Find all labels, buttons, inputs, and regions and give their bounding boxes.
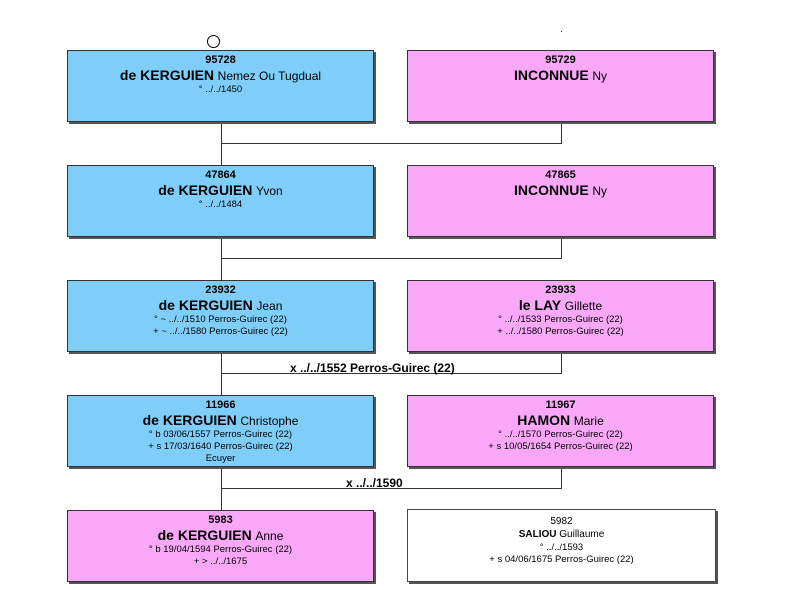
connector-line <box>221 258 562 259</box>
sosa-number: 5983 <box>208 514 233 526</box>
given-name: Marie <box>573 414 604 428</box>
person-card[interactable]: 23932 de KERGUIEN Jean ° ~ ../../1510 Pe… <box>67 280 374 352</box>
sosa-number: 47864 <box>205 169 236 181</box>
birth-info: ° ../../1593 <box>539 542 584 553</box>
given-name: Yvon <box>256 184 283 198</box>
person-card[interactable]: 95728 de KERGUIEN Nemez Ou Tugdual ° ../… <box>67 50 374 122</box>
death-info: + ../../1580 Perros-Guirec (22) <box>497 326 624 337</box>
surname: de KERGUIEN <box>158 297 253 313</box>
person-name: SALIOU Guillaume <box>408 528 715 542</box>
person-card[interactable]: 47865 INCONNUE Ny <box>407 165 714 237</box>
birth-info: ° b 19/04/1594 Perros-Guirec (22) <box>148 544 293 555</box>
surname: de KERGUIEN <box>119 67 215 83</box>
surname: INCONNUE <box>514 182 589 198</box>
given-name: Gillette <box>564 299 603 313</box>
surname: INCONNUE <box>514 67 589 83</box>
death-info: + s 10/05/1654 Perros-Guirec (22) <box>488 441 633 452</box>
person-name: de KERGUIEN Nemez Ou Tugdual <box>68 67 373 84</box>
surname: le LAY <box>518 297 562 313</box>
surname: HAMON <box>517 412 571 428</box>
person-card[interactable]: 11966 de KERGUIEN Christophe ° b 03/06/1… <box>67 395 374 467</box>
surname: de KERGUIEN <box>142 412 237 428</box>
sosa-number: 23933 <box>545 284 576 296</box>
marker-dot <box>561 31 562 32</box>
sosa-number: 11966 <box>205 399 236 411</box>
sosa-number: 11967 <box>545 399 576 411</box>
connector-line <box>561 122 562 144</box>
surname: de KERGUIEN <box>157 527 252 543</box>
occupation-info: Ecuyer <box>205 453 236 464</box>
death-info: + s 17/03/1640 Perros-Guirec (22) <box>148 441 293 452</box>
connector-line <box>221 488 562 489</box>
birth-info: ° ../../1484 <box>198 199 243 210</box>
sosa-number: 95728 <box>205 54 236 66</box>
connector-line <box>221 143 562 144</box>
person-name: HAMON Marie <box>408 412 713 429</box>
person-name: de KERGUIEN Christophe <box>68 412 373 429</box>
root-marker-circle <box>207 35 220 48</box>
person-name: le LAY Gillette <box>408 297 713 314</box>
person-name: INCONNUE Ny <box>408 67 713 84</box>
surname: de KERGUIEN <box>158 182 253 198</box>
person-card[interactable]: 95729 INCONNUE Ny <box>407 50 714 122</box>
person-name: de KERGUIEN Jean <box>68 297 373 314</box>
birth-info: ° b 03/06/1557 Perros-Guirec (22) <box>148 429 293 440</box>
given-name: Guillaume <box>559 529 605 540</box>
connector-line <box>561 237 562 259</box>
person-card[interactable]: 23933 le LAY Gillette ° ../../1533 Perro… <box>407 280 714 352</box>
given-name: Ny <box>592 184 607 198</box>
birth-info: ° ../../1450 <box>198 84 243 95</box>
death-info: + > ../../1675 <box>193 556 248 567</box>
given-name: Anne <box>255 529 284 543</box>
birth-info: ° ../../1570 Perros-Guirec (22) <box>498 429 623 440</box>
death-info: + s 04/06/1675 Perros-Guirec (22) <box>489 554 634 565</box>
person-card[interactable]: 47864 de KERGUIEN Yvon ° ../../1484 <box>67 165 374 237</box>
given-name: Jean <box>256 299 283 313</box>
person-card[interactable]: 11967 HAMON Marie ° ../../1570 Perros-Gu… <box>407 395 714 467</box>
person-card[interactable]: 5983 de KERGUIEN Anne ° b 19/04/1594 Per… <box>67 510 374 582</box>
person-name: de KERGUIEN Yvon <box>68 182 373 199</box>
death-info: + ~ ../../1580 Perros-Guirec (22) <box>153 326 288 337</box>
sosa-number: 47865 <box>545 169 576 181</box>
birth-info: ° ~ ../../1510 Perros-Guirec (22) <box>154 314 287 325</box>
connector-line <box>561 467 562 489</box>
given-name: Ny <box>592 69 607 83</box>
person-name: de KERGUIEN Anne <box>68 527 373 544</box>
person-card[interactable]: 5982 SALIOU Guillaume ° ../../1593 + s 0… <box>407 509 716 582</box>
sosa-number: 5982 <box>550 516 573 527</box>
given-name: Christophe <box>240 414 299 428</box>
surname: SALIOU <box>518 529 557 540</box>
marriage-label: x ../../1552 Perros-Guirec (22) <box>290 361 455 375</box>
person-name: INCONNUE Ny <box>408 182 713 199</box>
given-name: Nemez Ou Tugdual <box>217 69 322 83</box>
connector-line <box>221 373 562 374</box>
connector-line <box>561 352 562 374</box>
marriage-label: x ../../1590 <box>346 476 403 490</box>
sosa-number: 23932 <box>205 284 236 296</box>
birth-info: ° ../../1533 Perros-Guirec (22) <box>498 314 623 325</box>
sosa-number: 95729 <box>545 54 576 66</box>
